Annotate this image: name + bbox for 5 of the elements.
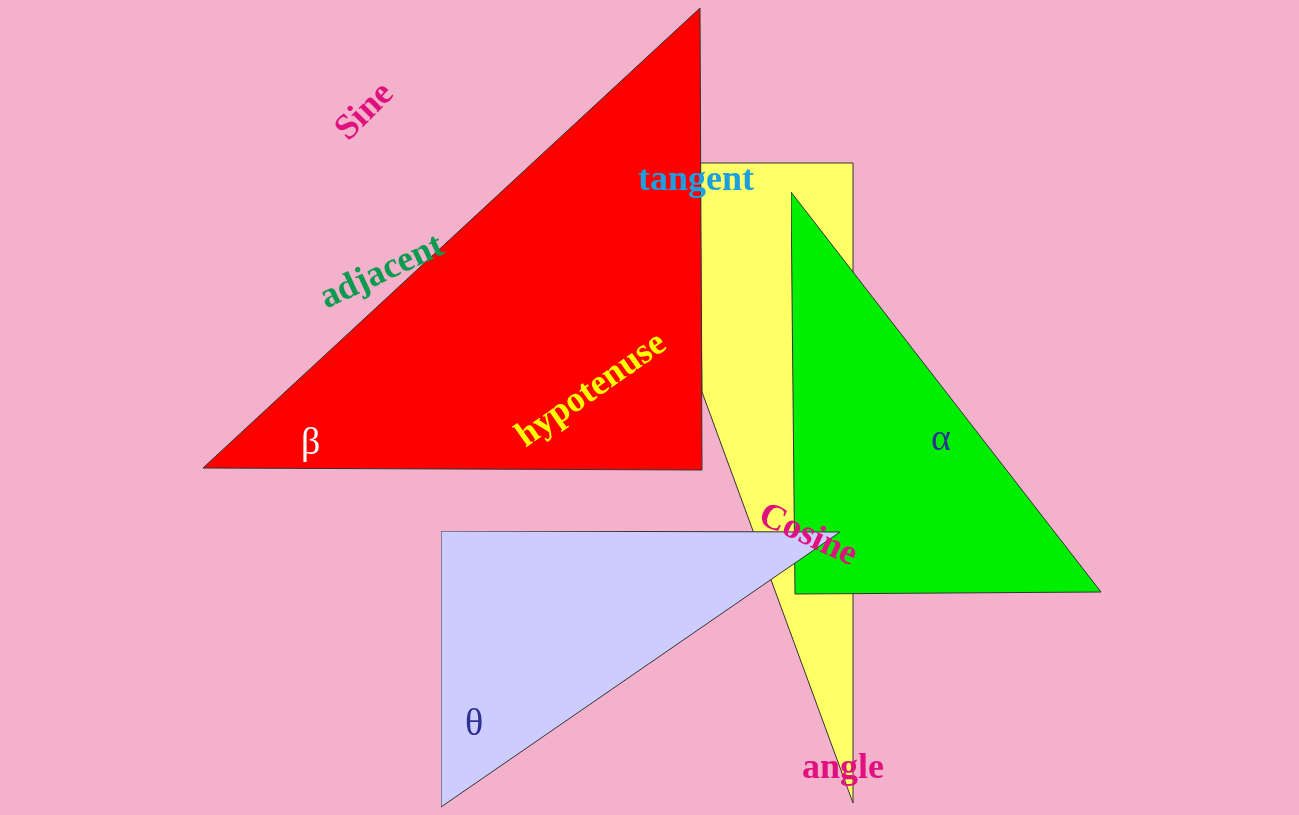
word-label: Sine [326,73,400,147]
angle-symbol: β [301,422,321,460]
angle-symbol: θ [465,703,484,741]
angle-symbol: α [931,418,951,456]
word-label: Cosine [754,494,864,572]
